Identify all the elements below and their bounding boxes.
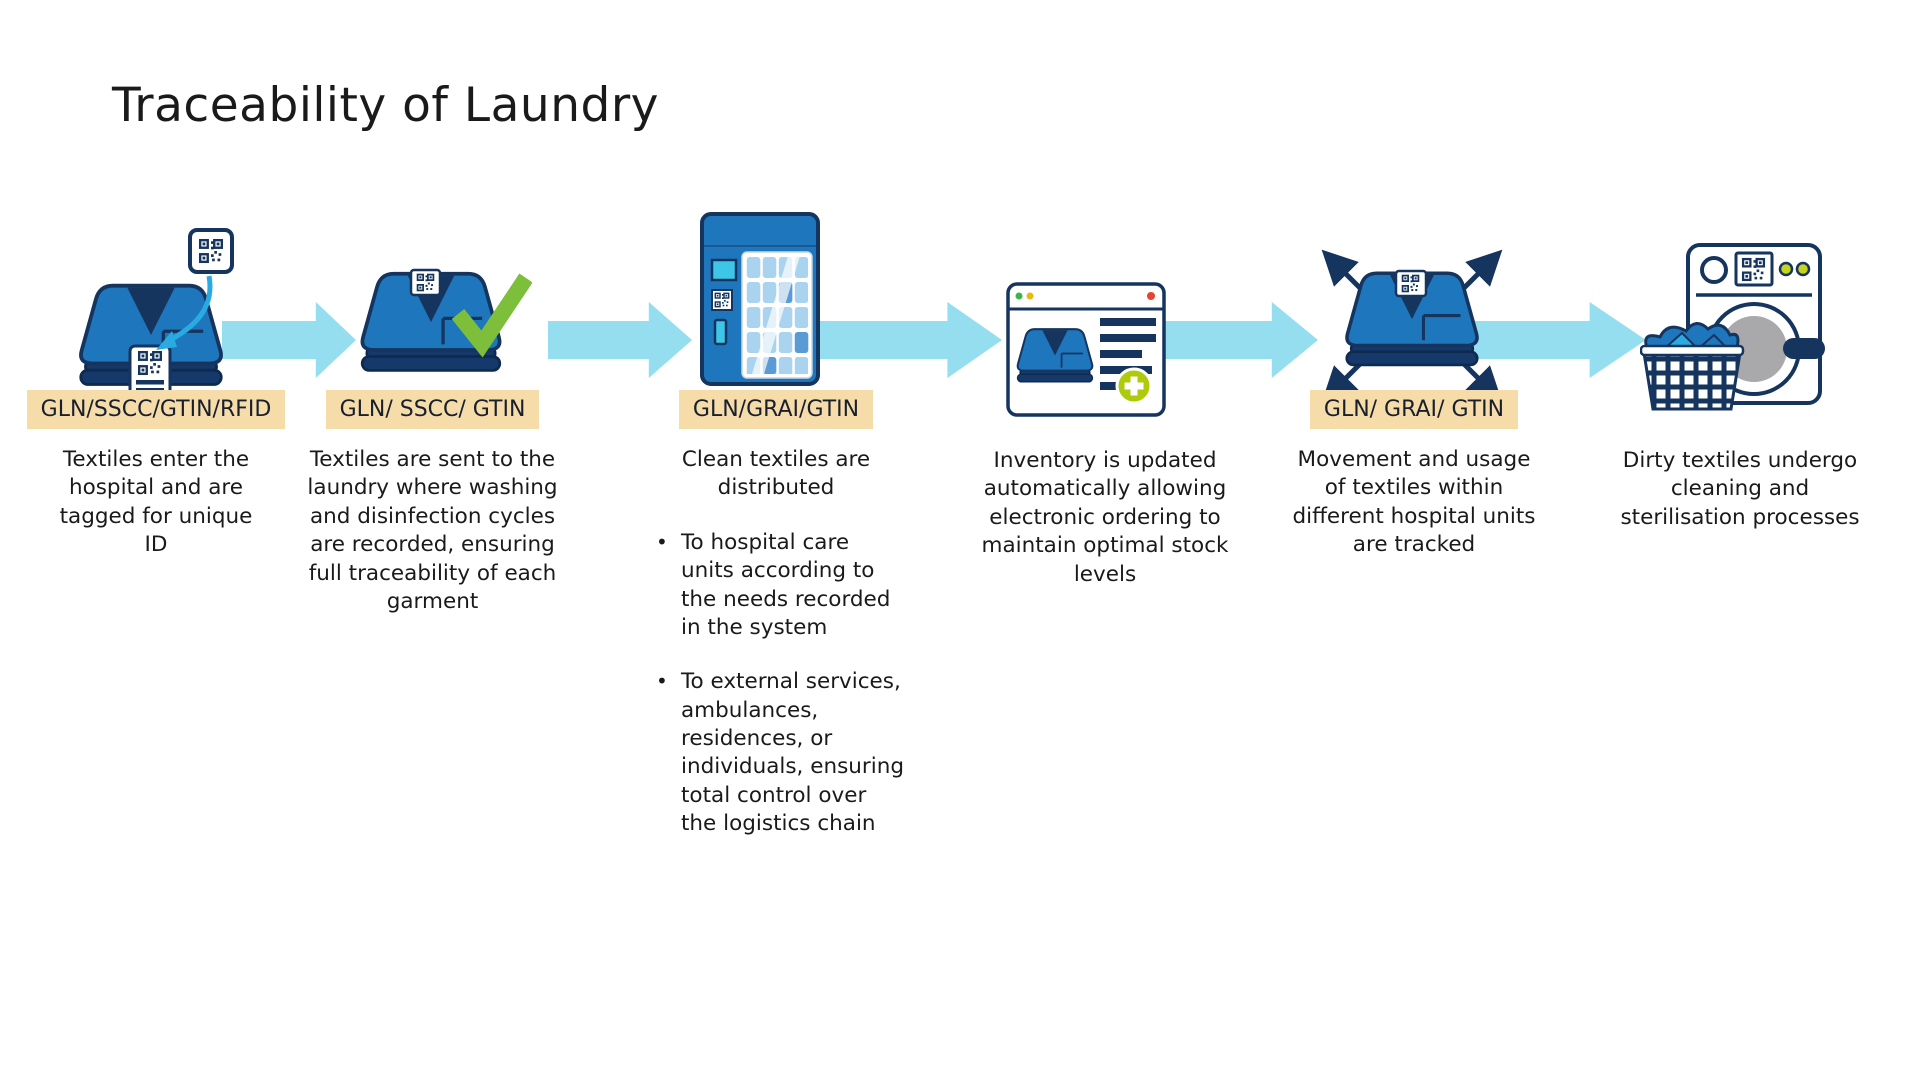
stage-5-description: Movement and usage of textiles within di… [1292,447,1536,558]
stage-6-description: Dirty textiles undergo cleaning and ster… [1620,448,1860,530]
stage-3: GLN/GRAI/GTIN Clean textiles are distrib… [648,390,904,865]
distribution-cabinet-icon [700,212,820,386]
stage-2-label: GLN/ SSCC/ GTIN [325,390,540,430]
stage-5: GLN/ GRAI/ GTIN Movement and usage of te… [1288,390,1540,560]
flow-arrow-5 [1458,302,1646,378]
stage-1: GLN/SSCC/GTIN/RFID Textiles enter the ho… [22,390,290,560]
stage-3-bullet-list: To hospital care units according to the … [648,529,904,839]
bullet-item: To hospital care units according to the … [654,529,904,643]
washing-machine-icon [1640,243,1825,411]
stage-3-label: GLN/GRAI/GTIN [678,390,874,430]
rfid-tagged-textile-icon [78,228,234,400]
flow-arrow-4 [1164,302,1318,378]
flow-arrow-2 [548,302,692,378]
stage-4: Inventory is updated automatically allow… [972,390,1238,589]
flow-arrow-3 [820,302,1002,378]
inventory-software-icon [1006,282,1166,417]
stage-4-description: Inventory is updated automatically allow… [981,448,1229,587]
slide-title: Traceability of Laundry [112,78,659,133]
textile-tracking-icon [1321,249,1503,403]
bullet-item: To external services, ambulances, reside… [654,668,904,838]
laundry-verified-textile-icon [360,268,532,373]
stage-2: GLN/ SSCC/ GTIN Textiles are sent to the… [305,390,560,616]
stage-5-label: GLN/ GRAI/ GTIN [1309,390,1519,430]
stage-1-label: GLN/SSCC/GTIN/RFID [26,390,286,430]
stage-3-description: Clean textiles are distributed [681,447,871,501]
stage-1-description: Textiles enter the hospital and are tagg… [59,447,253,558]
flow-arrow-1 [222,302,356,378]
stage-6: Dirty textiles undergo cleaning and ster… [1608,390,1872,532]
stage-2-description: Textiles are sent to the laundry where w… [307,447,558,614]
